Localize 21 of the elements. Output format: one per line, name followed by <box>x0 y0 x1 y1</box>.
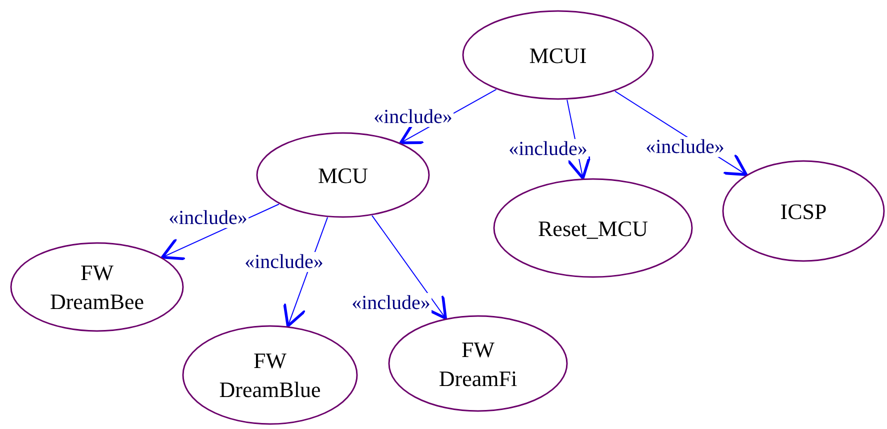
edge-label: «include» <box>168 208 248 228</box>
use-case-name: MCU <box>318 162 368 190</box>
edge-label: «include» <box>350 293 432 313</box>
use-case-name: FW DreamBee <box>50 259 144 316</box>
edge-label: «include» <box>372 107 454 127</box>
use-case-name: FW DreamFi <box>438 336 518 392</box>
use-case-ellipse <box>462 10 654 100</box>
edge-label: «include» <box>508 139 588 159</box>
include-arrow <box>372 215 447 320</box>
use-case-name: MCUI <box>529 42 587 70</box>
use-case-name: Reset_MCU <box>538 214 648 242</box>
use-case-ellipse <box>182 325 358 425</box>
use-case-name: ICSP <box>780 198 827 226</box>
edge-label: «include» <box>244 252 324 272</box>
use-case-ellipse <box>256 132 430 218</box>
use-case-ellipse <box>10 242 184 332</box>
use-case-name: FW DreamBlue <box>219 347 321 404</box>
use-case-ellipse <box>722 160 885 262</box>
edge-label: «include» <box>644 137 726 157</box>
use-case-ellipse <box>388 315 568 412</box>
use-case-ellipse <box>493 178 693 278</box>
